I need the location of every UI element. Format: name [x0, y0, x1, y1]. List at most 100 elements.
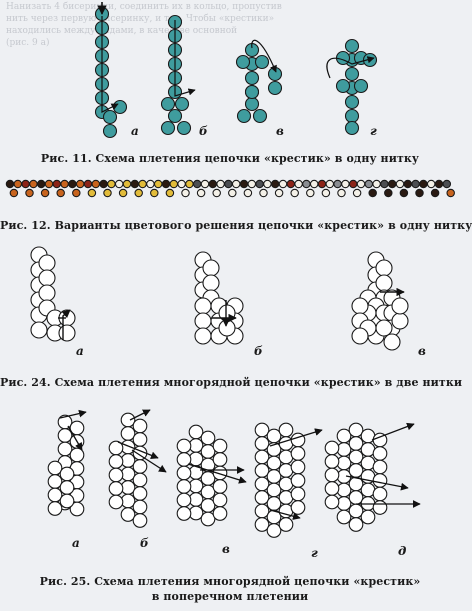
fig24-bead	[383, 333, 401, 351]
fig12-bead	[29, 179, 38, 189]
fig12-bead	[302, 179, 311, 189]
fig12-bead	[430, 188, 440, 198]
fig12-bead	[274, 188, 284, 198]
fig24-bead	[375, 259, 393, 277]
fig11-bead	[344, 66, 360, 82]
fig12-bead	[60, 179, 69, 189]
fig11-bead	[344, 108, 360, 124]
fig25-bead	[132, 459, 148, 474]
fig12-bead	[40, 188, 50, 198]
fig12-bead	[83, 179, 93, 189]
fig25-bead	[324, 440, 340, 456]
fig12-bead	[317, 179, 327, 189]
fig25-bead	[200, 430, 216, 446]
fig25-bead	[212, 492, 228, 508]
fig24-thread	[61, 309, 71, 340]
fig12-bead	[87, 188, 97, 198]
fig25-thread	[269, 428, 323, 447]
fig12-bead	[372, 179, 381, 189]
fig12-bead	[426, 179, 436, 189]
fig12-bead	[36, 179, 46, 189]
bead	[353, 78, 369, 94]
fig25-bead	[176, 479, 192, 494]
fig25-bead	[360, 509, 376, 525]
fig12-bead	[122, 179, 132, 189]
fig12-bead	[419, 179, 428, 189]
fig12-bead	[130, 179, 140, 189]
fig12-caption: Рис. 12. Варианты цветового решения цепо…	[0, 219, 472, 232]
fig25-thread	[371, 422, 415, 441]
ghost-text-line: Нанизать 4 бисеринки, соединить их в кол…	[6, 2, 282, 12]
fig25-thread	[131, 449, 167, 473]
fig11-bead	[160, 120, 176, 136]
fig25-bead	[372, 486, 388, 502]
fig12-bead	[380, 179, 389, 189]
fig24-label-v: в	[418, 344, 426, 358]
fig25-bead	[278, 422, 294, 438]
fig25-thread	[67, 425, 83, 451]
fig25-bead	[108, 454, 124, 469]
fig12-bead	[99, 179, 108, 189]
fig11-bead	[344, 38, 360, 54]
fig12-bead	[247, 179, 257, 189]
fig11-label-a: а	[131, 124, 139, 138]
fig12-bead	[294, 179, 303, 189]
fig12-bead	[107, 179, 116, 189]
fig12-bead	[224, 179, 233, 189]
bead-diagrams	[5, 2, 455, 538]
fig25-bead	[108, 481, 124, 496]
fig25-bead	[176, 506, 192, 521]
fig24-bead	[38, 284, 56, 302]
fig12-bead	[337, 188, 346, 198]
fig25-bead	[324, 454, 340, 469]
fig25-bead	[212, 479, 228, 494]
fig11-bead	[167, 108, 183, 124]
fig11-label-b: б	[199, 124, 208, 138]
fig12-bead	[368, 188, 377, 198]
fig25-bead	[212, 452, 228, 467]
fig12-bead	[387, 179, 397, 189]
fig12-bead	[212, 188, 221, 198]
fig24-caption: Рис. 24. Схема плетения многорядной цепо…	[0, 376, 463, 389]
fig12-bead	[216, 179, 225, 189]
fig24-bead	[194, 327, 212, 345]
fig25-bead	[132, 486, 148, 501]
fig25-label-g: г	[311, 546, 318, 560]
fig12-bead	[395, 179, 405, 189]
fig24-bead	[38, 254, 56, 272]
fig25-bead	[324, 494, 340, 510]
fig25-bead	[212, 506, 228, 521]
fig12-bead	[196, 188, 206, 198]
fig25-bead	[336, 509, 352, 525]
fig25-bead	[372, 459, 388, 475]
fig24-bead	[30, 321, 48, 339]
fig24-bead	[194, 297, 212, 315]
fig25-caption-line1: Рис. 25. Схема плетения многорядной цепо…	[39, 575, 421, 588]
fig12-bead	[146, 179, 155, 189]
fig12-bead	[103, 188, 112, 198]
fig25-bead	[120, 507, 136, 522]
fig12-bead	[161, 179, 171, 189]
fig25-bead	[278, 517, 294, 532]
fig24-bead	[202, 259, 220, 277]
bead	[254, 54, 270, 70]
fig12-bead	[5, 179, 15, 189]
fig25-bead	[266, 523, 282, 538]
fig12-bead	[169, 179, 179, 189]
fig25-bead	[372, 446, 388, 461]
fig12-bead	[352, 188, 362, 198]
fig25-thread	[129, 409, 151, 421]
fig12-bead	[356, 179, 366, 189]
fig12-bead	[114, 179, 124, 189]
fig25-thread	[59, 409, 87, 419]
fig12-bead	[403, 179, 413, 189]
fig12-bead	[415, 188, 424, 198]
fig24-bead	[38, 269, 56, 287]
fig24-bead	[218, 319, 236, 337]
fig24-bead	[375, 319, 393, 337]
fig12-bead	[91, 179, 101, 189]
bead	[102, 109, 118, 125]
fig25-bead	[200, 511, 216, 527]
fig12-bead	[165, 188, 175, 198]
fig12-bead	[384, 188, 393, 198]
